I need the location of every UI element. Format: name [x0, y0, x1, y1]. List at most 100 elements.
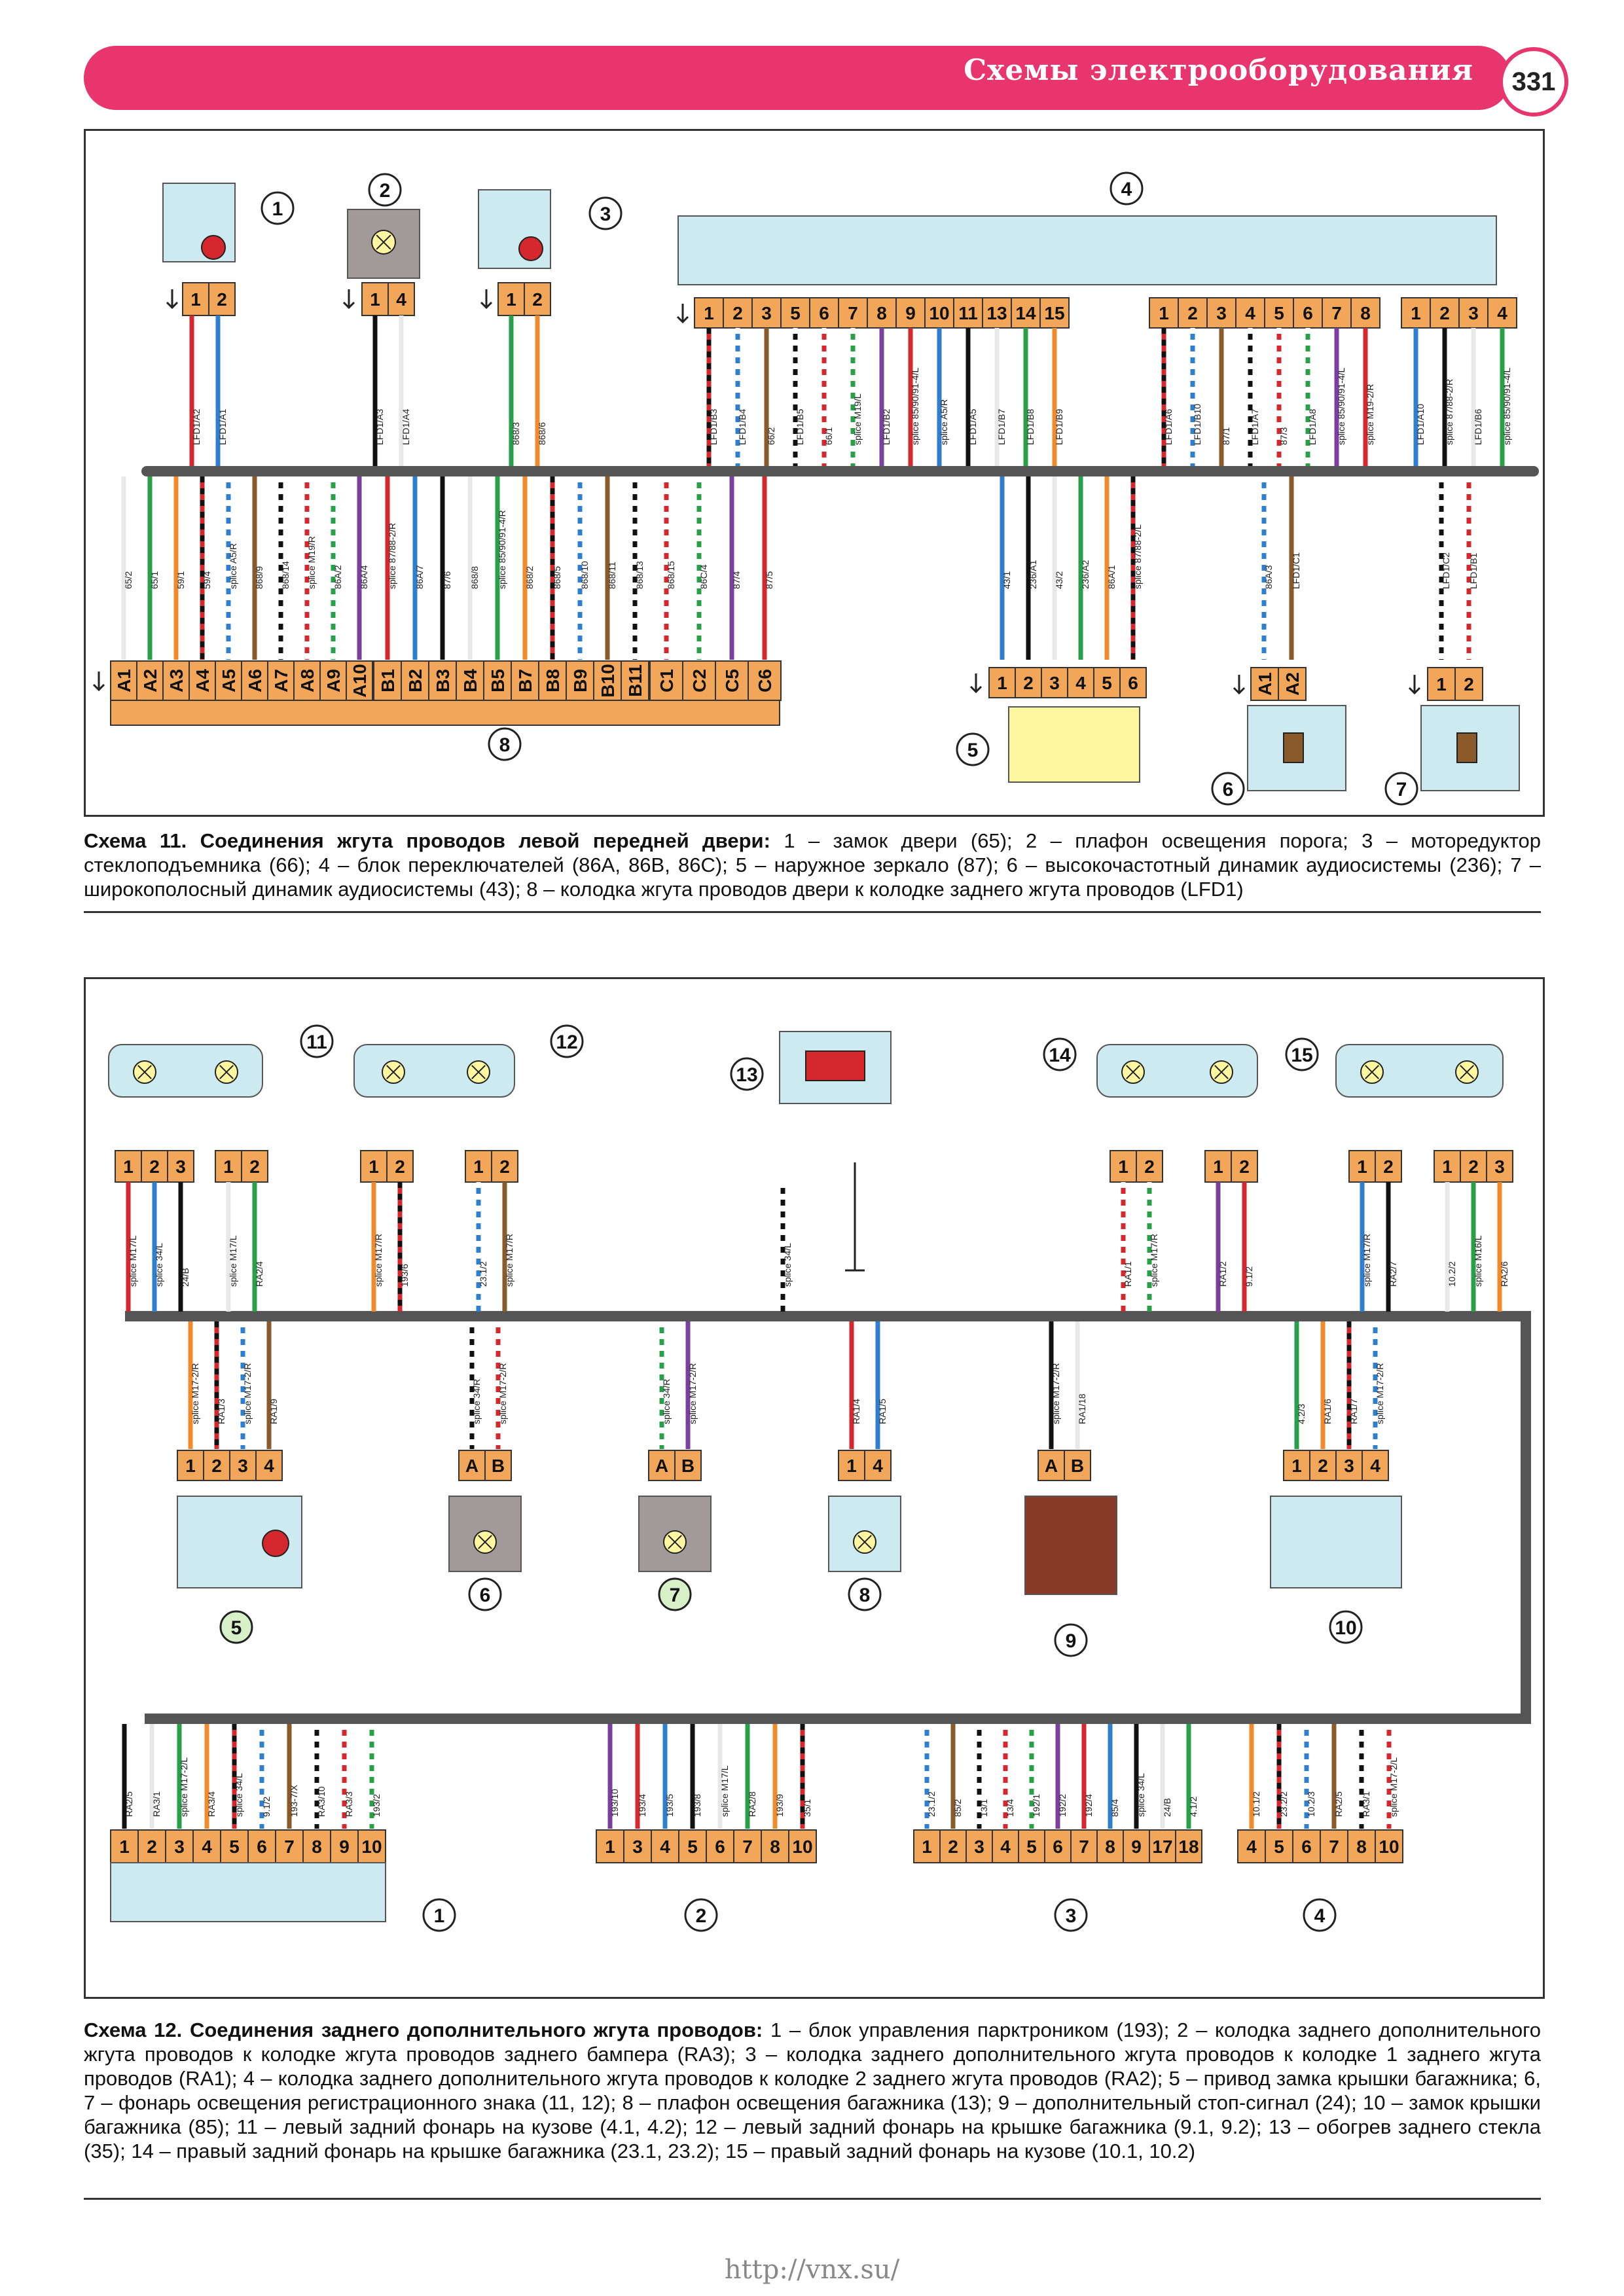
c5-pin: [203, 1450, 230, 1481]
wire-label-mid: RA1/3: [216, 1399, 226, 1424]
caption-11-rule: [84, 911, 1541, 913]
c8-trunk-pin-label: 1: [846, 1456, 857, 1476]
wire-label-bottom: 10.2/3: [1306, 1791, 1316, 1817]
b3-pin-label: 18: [1178, 1837, 1199, 1857]
c8-mid-pin-label: B3: [433, 669, 453, 692]
c9-pin: [1038, 1450, 1065, 1481]
wire-label-mid: splice M17-2/R: [497, 1363, 508, 1424]
wire-label-bottom: 86A/2: [333, 565, 343, 589]
wire-label-bottom: 868/13: [634, 561, 645, 589]
c5-pin: [255, 1450, 283, 1481]
wire-label-bottom: splice 87/88-2/R: [387, 523, 397, 589]
wire-label-top: LFD1/A10: [1415, 404, 1426, 445]
wire-label-mid: splice 34/R: [471, 1379, 482, 1424]
c4b-pin: [1322, 297, 1352, 329]
b1-pin: [302, 1829, 331, 1863]
wire-label-bottom: 193-7/X: [289, 1784, 299, 1817]
c5-pin-label: 1: [185, 1456, 196, 1476]
wire-label-mid: 4.2/3: [1296, 1404, 1307, 1424]
wire-label-bottom: splice M17-2/L: [179, 1757, 189, 1817]
wire-label-top: splice M17/R: [504, 1234, 514, 1287]
c4a-pin-label: 9: [905, 303, 916, 323]
b4-pin: [1347, 1829, 1376, 1863]
c8-left-pin-label: A8: [297, 669, 317, 692]
wire-label-bottom: 13/1: [979, 1799, 989, 1817]
c5-pin-label: 1: [997, 673, 1007, 693]
tweeter-icon: [1283, 732, 1304, 763]
wire-label-bottom: 193/10: [609, 1789, 620, 1817]
wire-label-top: splice M19/L: [852, 393, 863, 445]
component-number-3-label: 3: [600, 204, 611, 225]
wire-label-top: splice M17/L: [128, 1235, 138, 1287]
wire-label-top: 87/3: [1278, 427, 1289, 445]
component-number-1-label: 1: [272, 198, 283, 220]
b2-pin: [706, 1829, 734, 1863]
component-number-4: [1303, 1898, 1337, 1932]
left-lid-lamp-body: [353, 1044, 515, 1098]
wire-label-top: splice M17/R: [1149, 1234, 1159, 1287]
c14b-pin-label: 2: [1239, 1157, 1250, 1177]
c1-pin: [182, 282, 209, 316]
c4c-pin: [1487, 297, 1517, 329]
wire-label-bottom: 236/A2: [1080, 560, 1091, 589]
harness-trunk: [141, 466, 1539, 476]
wire-label-top: LFD1/A7: [1250, 409, 1260, 445]
component-number-3: [588, 196, 623, 230]
c5-pin: [1119, 667, 1147, 698]
b3-pin: [939, 1829, 967, 1863]
component-number-3-label: 3: [1066, 1905, 1077, 1927]
b4-pin-label: 7: [1329, 1837, 1339, 1857]
component-number-15: [1285, 1037, 1319, 1071]
wire-label-bottom: 85/4: [1110, 1799, 1120, 1817]
wire-label-top: 9.1/2: [1244, 1266, 1254, 1287]
wire-label-bottom: 868/9: [254, 566, 264, 589]
c10-pin: [1309, 1450, 1337, 1481]
c8-right-pin-label: C1: [657, 669, 677, 692]
c2-pin: [361, 282, 389, 316]
component-number-12: [550, 1024, 584, 1058]
wire-label-bottom: 86A/1: [1106, 565, 1117, 589]
c14b-pin: [1231, 1150, 1258, 1183]
c6-pin-label: A: [465, 1456, 478, 1476]
extra-stop-lamp: [1024, 1496, 1117, 1595]
wire-label-bottom: 85/2: [952, 1799, 963, 1817]
c5-pin: [1093, 667, 1121, 698]
plate-lamp-6-bulb-cross: [478, 1535, 492, 1549]
wire-label-top: 193/6: [399, 1264, 410, 1287]
c12b-pin-label: 2: [499, 1157, 510, 1177]
b3-pin-label: 9: [1131, 1837, 1142, 1857]
caption-11-title: Схема 11. Соединения жгута проводов лево…: [84, 829, 770, 852]
c2-pin: [388, 282, 415, 316]
c4a-pin-label: 5: [790, 303, 801, 323]
c15a-pin: [1375, 1150, 1402, 1183]
c6-pin: [458, 1450, 486, 1481]
wire-label-top: LFD1/B9: [1054, 409, 1064, 445]
c8-left-pin: [346, 660, 373, 701]
component-number-14-label: 14: [1049, 1045, 1071, 1066]
wire-label-mid: RA1/4: [851, 1399, 861, 1424]
c6-pin-label: A1: [1255, 672, 1275, 696]
c5-pin-label: 4: [264, 1456, 274, 1476]
c8-trunk-pin: [838, 1450, 865, 1481]
component-number-5: [219, 1610, 253, 1644]
c4b-pin-label: 3: [1216, 303, 1227, 323]
b2-pin-label: 6: [715, 1837, 725, 1857]
wire-label-bottom: 86A/3: [1263, 565, 1274, 589]
c11a-pin-label: 3: [175, 1157, 186, 1177]
wire-label-bottom: 87/4: [731, 571, 742, 589]
c3-arrow: [480, 289, 493, 310]
wire-label-top: LFD1/A5: [967, 409, 978, 445]
b2-pin-label: 7: [742, 1837, 753, 1857]
wire-label-top: RA2/6: [1499, 1261, 1509, 1287]
wire-label-bottom: RA3/1: [1361, 1791, 1371, 1817]
wire-label-bottom: LFD1/C2: [1441, 552, 1451, 589]
wire-label-bottom: 86C/4: [698, 564, 709, 589]
c8-mid-pin: [621, 660, 649, 701]
wire-label-bottom: 24/B: [1162, 1798, 1172, 1817]
wire-label-bottom: RA2/8: [747, 1791, 757, 1817]
component-number-5-label: 5: [231, 1617, 242, 1639]
b1-pin: [330, 1829, 359, 1863]
c12b-pin-label: 1: [473, 1157, 484, 1177]
